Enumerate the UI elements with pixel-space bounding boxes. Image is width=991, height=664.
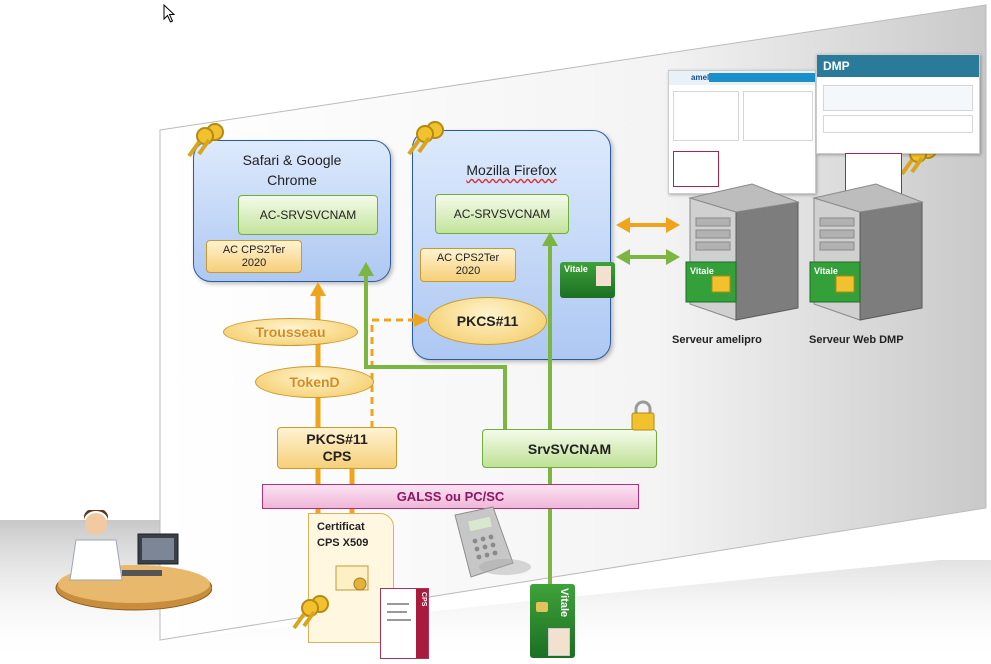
vitale-card-bottom: Vitale xyxy=(530,584,575,658)
dmp-logo: DMP xyxy=(823,59,850,73)
pkcs11-cps-line1: PKCS#11 xyxy=(306,431,368,447)
pkcs11-cps-box: PKCS#11 CPS xyxy=(277,427,397,469)
pkcs11-cps-line2: CPS xyxy=(322,448,352,464)
dmp-header xyxy=(817,55,979,77)
mouse-cursor-icon xyxy=(163,4,176,23)
cps-card-line xyxy=(387,611,407,613)
vitale-card-firefox-label: Vitale xyxy=(564,264,588,274)
dmp-panel-top xyxy=(823,85,973,111)
amelipro-logo: ameli xyxy=(691,73,712,82)
doctor-at-desk-icon xyxy=(55,510,212,611)
orange-arrowhead-firefox xyxy=(414,313,428,327)
safari-chrome-title-line1: Safari & Google xyxy=(242,152,342,168)
amelipro-panel-left xyxy=(673,91,739,141)
orange-dashed-line xyxy=(370,318,418,428)
green-server-arrow-left xyxy=(616,249,630,265)
orange-arrowhead-safari xyxy=(310,282,326,296)
keys-icon-safari xyxy=(187,123,224,158)
server-amelipro-icon xyxy=(685,183,800,321)
certificate-document: Certificat CPS X509 xyxy=(308,513,394,643)
amelipro-cps-thumb xyxy=(673,151,719,187)
padlock-icon xyxy=(631,400,655,431)
vitale-chip-icon xyxy=(536,602,548,612)
cps-card-line xyxy=(387,619,411,621)
firefox-ac-cps2ter: AC CPS2Ter 2020 xyxy=(420,248,516,282)
safari-ac-cps2ter-line2: 2020 xyxy=(241,256,267,269)
firefox-title: Mozilla Firefox xyxy=(466,162,557,178)
cps-card-label: CPS xyxy=(420,592,427,607)
safari-ac-srvsvcnam: AC-SRVSVCNAM xyxy=(238,195,378,235)
firefox-ac-cps2ter-line2: 2020 xyxy=(455,265,481,277)
safari-chrome-title-line2: Chrome xyxy=(267,172,317,188)
galss-bar: GALSS ou PC/SC xyxy=(262,484,639,509)
keys-icon-certificate xyxy=(292,595,329,630)
green-line-safari xyxy=(364,272,507,430)
green-arrowhead-safari xyxy=(358,262,374,276)
firefox-ac-srvsvcnam: AC-SRVSVCNAM xyxy=(435,194,569,234)
server-dmp-label: Serveur Web DMP xyxy=(809,334,904,346)
srvsvcnam-box: SrvSVCNAM xyxy=(482,429,657,468)
cps-card-stripe xyxy=(416,589,428,658)
amelipro-screenshot: ameli xyxy=(668,70,816,194)
orange-server-arrow-right xyxy=(666,217,680,233)
vitale-card-firefox: Vitale xyxy=(560,262,615,298)
green-arrowhead-firefox xyxy=(542,232,558,246)
safari-ac-cps2ter-line1: AC CPS2Ter xyxy=(222,243,286,256)
vitale-card-bottom-label: Vitale xyxy=(558,588,570,618)
certificate-line2: CPS X509 xyxy=(317,537,369,549)
amelipro-panel-right xyxy=(743,91,813,141)
cps-card-line xyxy=(387,603,409,605)
vitale-label-amelipro: Vitale xyxy=(690,266,714,276)
trousseau-ellipse: Trousseau xyxy=(223,318,358,346)
tokend-ellipse: TokenD xyxy=(255,366,374,398)
safari-ac-cps2ter: AC CPS2Ter 2020 xyxy=(206,240,302,273)
vitale-label-dmp: Vitale xyxy=(814,266,838,276)
server-dmp-icon xyxy=(809,183,924,321)
vitale-photo xyxy=(548,628,570,656)
certificate-line1: Certificat xyxy=(317,521,365,533)
green-server-arrow-right xyxy=(666,249,680,265)
certificate-seal-icon xyxy=(335,565,369,591)
card-reader-icon xyxy=(454,506,531,578)
keys-icon-firefox xyxy=(407,121,444,156)
firefox-pkcs11-ellipse: PKCS#11 xyxy=(428,297,547,345)
server-amelipro-label: Serveur amelipro xyxy=(672,334,762,346)
amelipro-banner xyxy=(709,73,815,82)
vitale-card-firefox-photo xyxy=(596,266,611,286)
dmp-panel-bottom xyxy=(823,115,973,133)
firefox-ac-cps2ter-line1: AC CPS2Ter xyxy=(436,252,500,264)
cps-card: CPS xyxy=(380,588,429,659)
dmp-screenshot: DMP xyxy=(816,54,980,195)
orange-server-arrow-left xyxy=(616,217,630,233)
